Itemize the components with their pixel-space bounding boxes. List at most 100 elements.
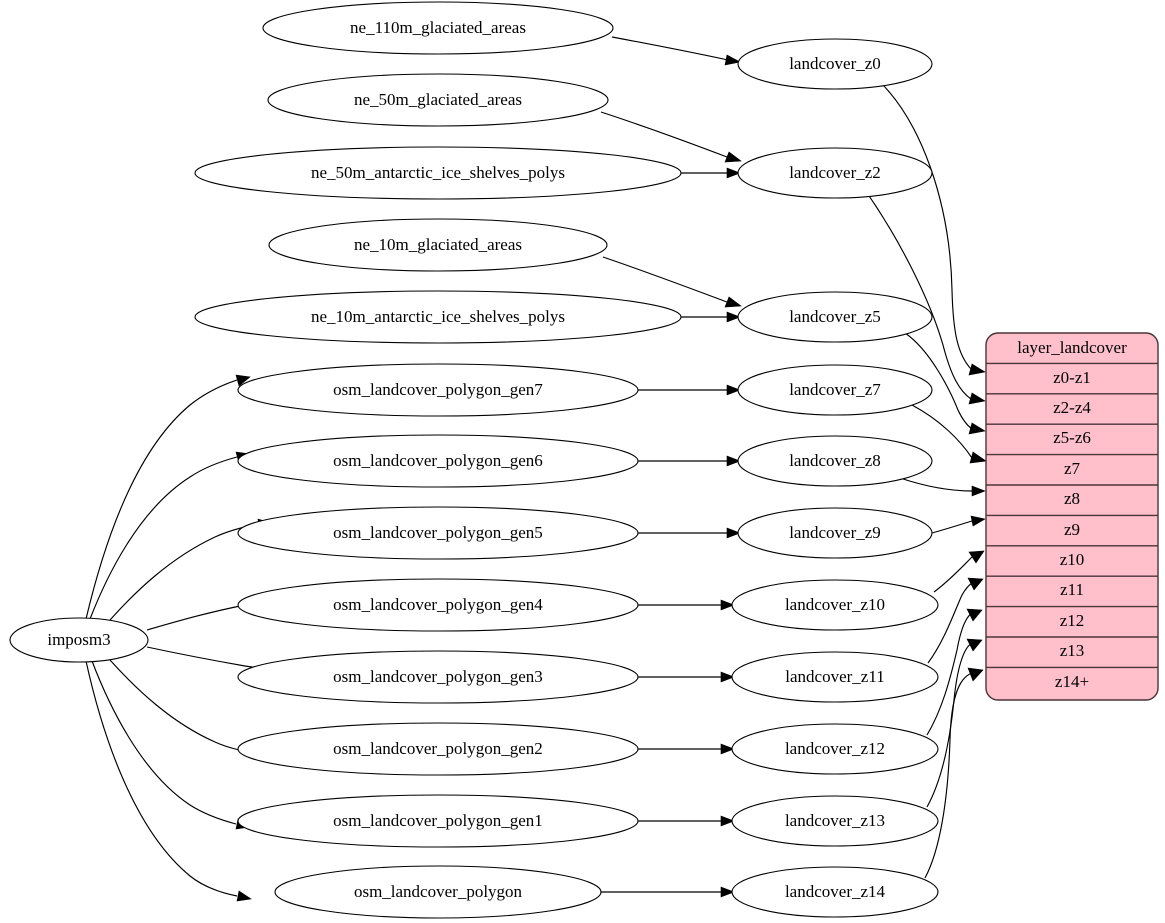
- node-shape[interactable]: [731, 723, 939, 775]
- node-label: landcover_z7: [789, 380, 881, 399]
- node-shape[interactable]: [194, 290, 682, 344]
- node-shape[interactable]: [9, 617, 149, 663]
- node-landcover_z7[interactable]: landcover_z7: [737, 364, 933, 416]
- node-osm_landcover_polygon_gen1[interactable]: osm_landcover_polygon_gen1: [237, 794, 639, 848]
- node-shape[interactable]: [237, 578, 639, 632]
- node-osm_landcover_polygon[interactable]: osm_landcover_polygon: [274, 865, 602, 919]
- node-shape[interactable]: [237, 363, 639, 417]
- node-landcover_z0[interactable]: landcover_z0: [737, 38, 933, 90]
- node-label: ne_10m_antarctic_ice_shelves_polys: [311, 307, 565, 326]
- node-shape[interactable]: [268, 218, 608, 272]
- arrow-head: [724, 151, 742, 163]
- node-imposm3[interactable]: imposm3: [9, 617, 149, 663]
- node-label: landcover_z14: [785, 882, 886, 901]
- node-label: osm_landcover_polygon_gen7: [333, 380, 543, 399]
- table-row-z14-plus[interactable]: z14+: [1055, 672, 1089, 691]
- arrow-head: [969, 451, 987, 464]
- node-label: imposm3: [47, 630, 110, 649]
- edge-imposm3-to-gen3: [146, 646, 267, 671]
- arrow-head: [968, 363, 986, 376]
- arrow-head: [720, 599, 735, 611]
- node-shape[interactable]: [194, 146, 682, 200]
- node-shape[interactable]: [737, 364, 933, 416]
- node-ne_50m_antarctic_ice_shelves_polys[interactable]: ne_50m_antarctic_ice_shelves_polys: [194, 146, 682, 200]
- edge-z13-to-row-z13: [926, 642, 973, 808]
- node-shape[interactable]: [237, 794, 639, 848]
- edge-z10-to-row-z10: [933, 556, 973, 593]
- arrow-head: [720, 743, 735, 755]
- node-shape[interactable]: [731, 651, 939, 703]
- arrow-head: [726, 527, 741, 539]
- node-shape[interactable]: [237, 650, 639, 704]
- arrow-head: [236, 890, 252, 902]
- node-shape[interactable]: [237, 722, 639, 776]
- arrow-head: [968, 422, 986, 435]
- node-osm_landcover_polygon_gen4[interactable]: osm_landcover_polygon_gen4: [237, 578, 639, 632]
- node-landcover_z5[interactable]: landcover_z5: [737, 291, 933, 343]
- node-osm_landcover_polygon_gen3[interactable]: osm_landcover_polygon_gen3: [237, 650, 639, 704]
- node-label: landcover_z0: [789, 54, 881, 73]
- node-ne_10m_antarctic_ice_shelves_polys[interactable]: ne_10m_antarctic_ice_shelves_polys: [194, 290, 682, 344]
- layer-landcover-table[interactable]: layer_landcover z0-z1 z2-z4 z5-z6 z7 z8 …: [985, 332, 1159, 701]
- edge-z5-to-row-z5z6: [904, 332, 973, 430]
- table-row-z0-z1[interactable]: z0-z1: [1053, 368, 1091, 387]
- arrow-head: [726, 167, 741, 179]
- table-row-z10[interactable]: z10: [1060, 550, 1085, 569]
- node-shape[interactable]: [274, 865, 602, 919]
- node-osm_landcover_polygon_gen6[interactable]: osm_landcover_polygon_gen6: [237, 434, 639, 488]
- table-row-z9[interactable]: z9: [1064, 520, 1080, 539]
- node-landcover_z10[interactable]: landcover_z10: [731, 579, 939, 631]
- node-shape[interactable]: [237, 506, 639, 560]
- node-landcover_z2[interactable]: landcover_z2: [737, 147, 933, 199]
- node-shape[interactable]: [262, 1, 614, 55]
- node-label: ne_50m_glaciated_areas: [354, 90, 522, 109]
- table-row-z7[interactable]: z7: [1064, 459, 1081, 478]
- node-ne_110m_glaciated_areas[interactable]: ne_110m_glaciated_areas: [262, 1, 614, 55]
- table-row-z5-z6[interactable]: z5-z6: [1053, 428, 1091, 447]
- node-label: osm_landcover_polygon_gen2: [333, 739, 543, 758]
- arrow-head: [971, 485, 986, 497]
- arrow-head: [726, 384, 741, 396]
- node-landcover_z12[interactable]: landcover_z12: [731, 723, 939, 775]
- node-ne_50m_glaciated_areas[interactable]: ne_50m_glaciated_areas: [267, 73, 609, 127]
- arrow-head: [724, 54, 741, 66]
- node-shape[interactable]: [731, 795, 939, 847]
- node-shape[interactable]: [731, 866, 939, 918]
- node-shape[interactable]: [737, 38, 933, 90]
- node-landcover_z8[interactable]: landcover_z8: [737, 435, 933, 487]
- node-label: landcover_z5: [789, 307, 881, 326]
- table-row-z11[interactable]: z11: [1060, 580, 1084, 599]
- table-row-z13[interactable]: z13: [1060, 641, 1085, 660]
- edge-imposm3-to-polygon: [85, 660, 238, 897]
- edge-imposm3-to-gen6: [89, 456, 238, 620]
- node-shape[interactable]: [731, 579, 939, 631]
- node-landcover_z14[interactable]: landcover_z14: [731, 866, 939, 918]
- node-label: ne_50m_antarctic_ice_shelves_polys: [311, 163, 565, 182]
- edge-z0-to-row-z0z1: [877, 79, 973, 371]
- arrow-head: [967, 577, 984, 591]
- node-label: osm_landcover_polygon_gen5: [333, 523, 543, 542]
- node-osm_landcover_polygon_gen2[interactable]: osm_landcover_polygon_gen2: [237, 722, 639, 776]
- node-landcover_z9[interactable]: landcover_z9: [737, 507, 933, 559]
- node-shape[interactable]: [737, 291, 933, 343]
- natural-earth-nodes: ne_110m_glaciated_areas ne_50m_glaciated…: [194, 1, 682, 344]
- table-row-z2-z4[interactable]: z2-z4: [1053, 398, 1091, 417]
- node-shape[interactable]: [737, 507, 933, 559]
- table-row-z12[interactable]: z12: [1060, 611, 1085, 630]
- node-shape[interactable]: [267, 73, 609, 127]
- node-osm_landcover_polygon_gen5[interactable]: osm_landcover_polygon_gen5: [237, 506, 639, 560]
- node-label: landcover_z8: [789, 451, 881, 470]
- node-osm_landcover_polygon_gen7[interactable]: osm_landcover_polygon_gen7: [237, 363, 639, 417]
- node-landcover_z13[interactable]: landcover_z13: [731, 795, 939, 847]
- arrow-head: [720, 886, 735, 898]
- table-row-z8[interactable]: z8: [1064, 489, 1080, 508]
- node-shape[interactable]: [737, 147, 933, 199]
- node-shape[interactable]: [737, 435, 933, 487]
- node-shape[interactable]: [237, 434, 639, 488]
- node-ne_10m_glaciated_areas[interactable]: ne_10m_glaciated_areas: [268, 218, 608, 272]
- edge-imposm3-to-gen5: [109, 523, 259, 621]
- arrow-head: [970, 515, 986, 527]
- node-landcover_z11[interactable]: landcover_z11: [731, 651, 939, 703]
